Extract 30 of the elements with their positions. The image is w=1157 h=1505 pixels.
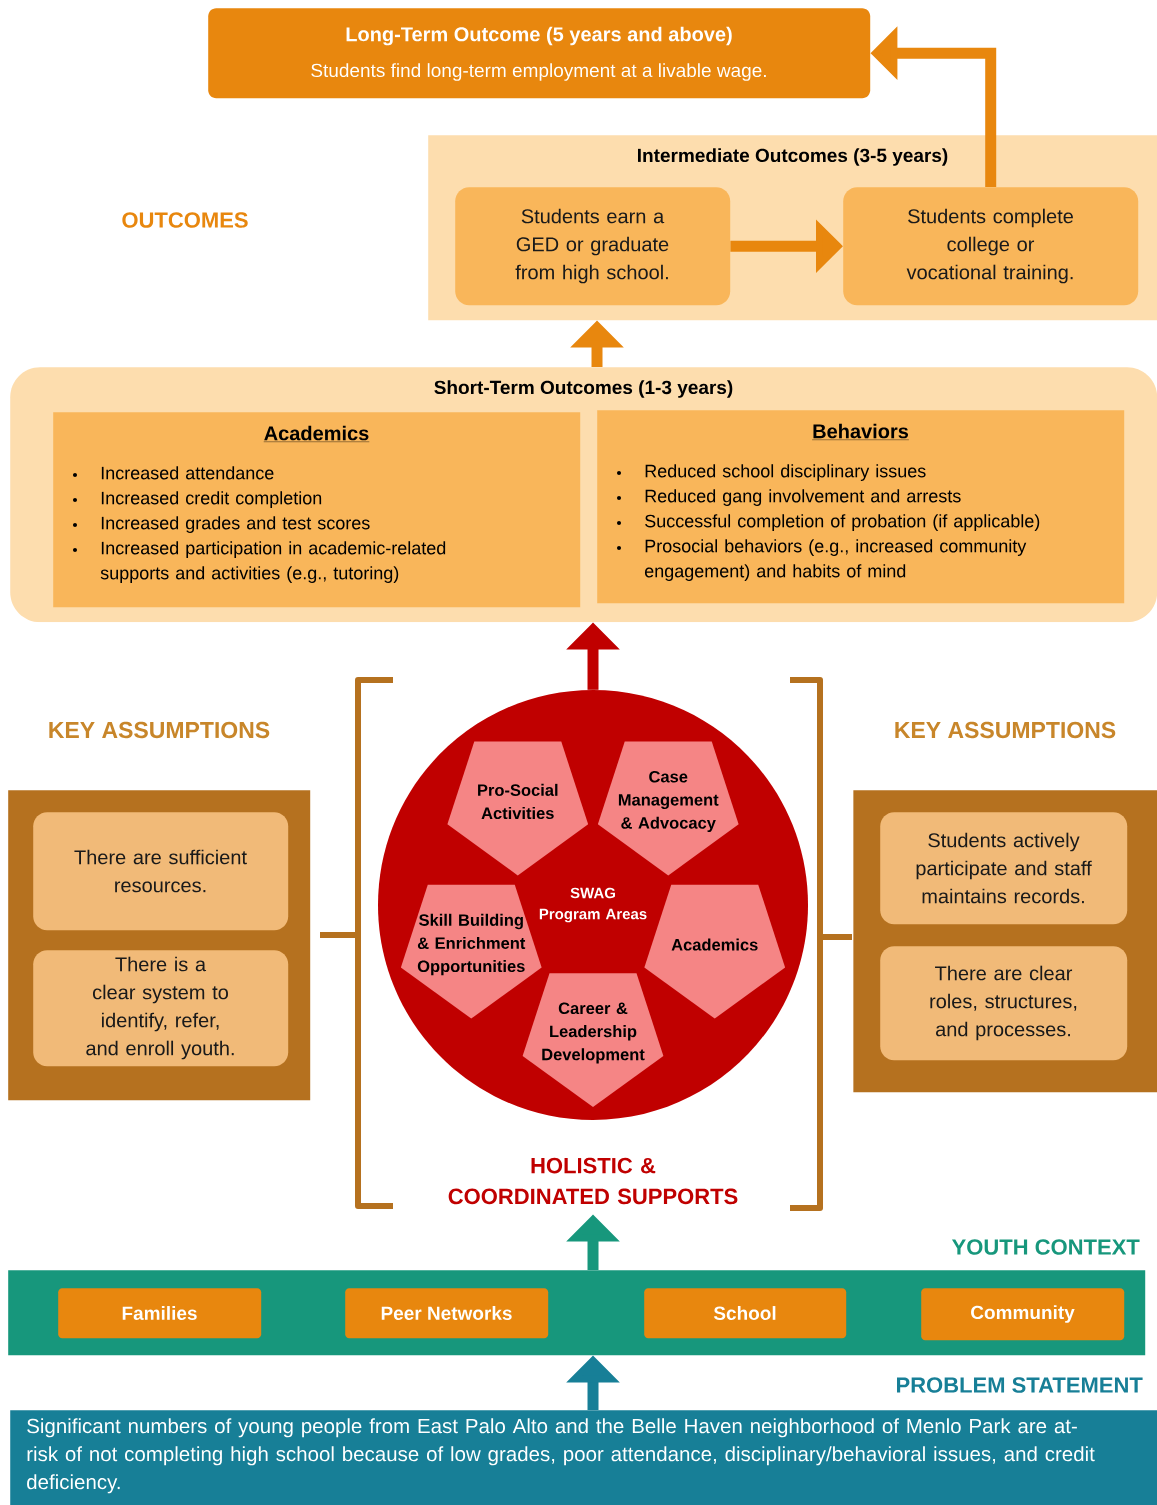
program-pentagon: Pro-Social Activities	[447, 741, 589, 876]
list-item: Prosocial behaviors (e.g., increased community engagement) and habits of mind	[617, 539, 1027, 581]
context-box: Families	[58, 1288, 262, 1339]
program-pentagon: Career & Leadership Development	[522, 973, 664, 1107]
node-label: KEY ASSUMPTIONS	[49, 721, 270, 739]
context-box: Community	[921, 1288, 1125, 1341]
list-item: Successful completion of probation (if applicable)	[617, 514, 1040, 531]
assumption-box: There are clear roles, structures, and processes.	[880, 946, 1128, 1061]
context-box: School	[644, 1288, 847, 1339]
assumption-box: There is a clear system to identify, refer, and enroll youth.	[33, 950, 289, 1067]
context-box: Peer Networks	[345, 1288, 549, 1339]
assumption-box: There are sufficient resources.	[33, 812, 289, 931]
outcome-panel: Academics Increased attendance Increased credit completion Increased grades and test scores Increased participation in academic-related supports and activities (e.g., tutoring)	[53, 412, 581, 608]
program-pentagon: Case Management & Advocacy	[597, 741, 739, 876]
list-item: Increased attendance	[73, 466, 274, 480]
list-item: Increased participation in academic-related supports and activities (e.g., tutoring)	[73, 541, 446, 583]
node-label: PROBLEM STATEMENT	[897, 1377, 1143, 1393]
node-label: YOUTH CONTEXT	[951, 1239, 1140, 1255]
problem-statement-box: PROBLEM STATEMENT Significant numbers of young people from East Palo Alto and the Belle Haven neighborhood of Menlo Park are at-risk of not completing high school because of low grades, poor attendance, disciplinary/behavioral issues, and credit deficiency.	[10, 1377, 1157, 1505]
assumption-box: Students actively participate and staff maintains records.	[880, 812, 1128, 925]
node-label: KEY ASSUMPTIONS	[895, 721, 1116, 739]
list-item: Increased credit completion	[73, 491, 322, 508]
outcome-box: Students complete college or vocational training.	[843, 187, 1139, 306]
outcome-panel: Behaviors Reduced school disciplinary issues Reduced gang involvement and arrests Successful completion of probation (if applicable) Prosocial behaviors (e.g., increased community engagement) and habits of mind	[597, 410, 1125, 604]
outcome-box: Students earn a GED or graduate from high school.	[455, 187, 731, 306]
list-item: Increased grades and test scores	[73, 516, 370, 533]
supports-heading: HOLISTIC & COORDINATED SUPPORTS	[448, 1157, 738, 1205]
section-heading: OUTCOMES	[122, 212, 248, 228]
list-item: Reduced school disciplinary issues	[617, 464, 926, 481]
list-item: Reduced gang involvement and arrests	[617, 489, 961, 506]
